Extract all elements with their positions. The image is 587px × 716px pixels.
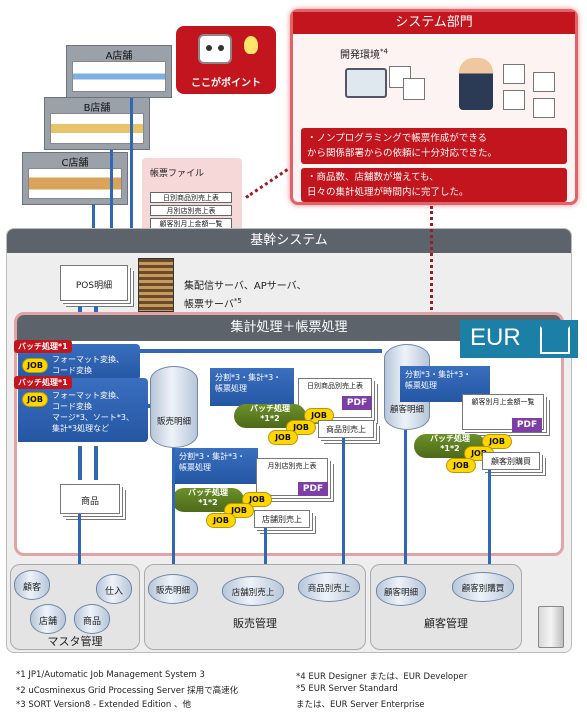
down-arrow bbox=[404, 430, 407, 576]
form-file-item: 月別店別売上表 bbox=[150, 205, 232, 216]
form-file-item: 日別商品別売上表 bbox=[150, 192, 232, 203]
batch-label-2: バッチ処理*1 bbox=[14, 376, 72, 389]
product-arrow bbox=[94, 446, 98, 480]
footnote-5b: または、EUR Server Enterprise bbox=[296, 700, 425, 710]
report-icon bbox=[503, 90, 525, 110]
store-c-label: C店舗 bbox=[61, 158, 89, 169]
footnote-1: *1 JP1/Automatic Job Management System 3 bbox=[16, 670, 205, 680]
store-b: B店舗 bbox=[44, 97, 150, 150]
footnote-5: *5 EUR Server Standard bbox=[296, 684, 398, 694]
master-store-db: 店舗 bbox=[30, 604, 66, 634]
report-icon bbox=[533, 98, 555, 118]
batch-process-2: バッチ処理*1 JOB フォーマット変換、 コード変換 マージ*3、ソート*3、… bbox=[14, 376, 148, 442]
job-badge: JOB bbox=[22, 392, 48, 407]
eur-logo: EUR bbox=[460, 320, 578, 358]
customer-purchase-mgmt-db: 顧客別購買 bbox=[452, 572, 514, 602]
product-doc: 商品 bbox=[60, 484, 120, 514]
product-arrow bbox=[78, 446, 82, 480]
job-badge: JOB bbox=[268, 430, 298, 445]
server-tower-icon bbox=[538, 606, 564, 648]
product-sales-doc: 商品別売上 bbox=[318, 420, 374, 438]
down-arrow bbox=[264, 528, 267, 576]
house-icon bbox=[540, 326, 570, 354]
pdf-badge: PDF bbox=[298, 482, 328, 496]
flow-arrow bbox=[136, 349, 382, 353]
footnote-4: *4 EUR Designer または、EUR Developer bbox=[296, 672, 468, 682]
core-system-title: 基幹システム bbox=[7, 229, 571, 253]
point-1: ・ノンプログラミングで帳票作成ができる から関係部署からの依頼に十分対応できた。 bbox=[301, 128, 567, 164]
system-dept-panel: システム部門 開発環境*4 ・ノンプログラミングで帳票作成ができる から関係部署… bbox=[290, 9, 578, 205]
footnote-2: *2 uCosminexus Grid Processing Server 採用… bbox=[16, 686, 239, 696]
batch-label-1: バッチ処理*1 bbox=[14, 340, 72, 353]
lightbulb-icon bbox=[244, 36, 258, 54]
form-file-panel: 帳票ファイル 日別商品別売上表 月別店別売上表 顧客別月上金額一覧 bbox=[142, 158, 242, 238]
pos-detail-doc: POS明細 bbox=[60, 265, 128, 301]
job-badge: JOB bbox=[206, 513, 236, 528]
sales-detail-db: 販売明細 bbox=[150, 366, 198, 448]
job-badge: JOB bbox=[22, 358, 48, 373]
point-label: ここがポイント bbox=[191, 78, 261, 89]
store-sales-doc: 店舗別売上 bbox=[254, 510, 310, 528]
store-arrow bbox=[130, 98, 133, 264]
job-badge: JOB bbox=[482, 434, 512, 449]
person-icon bbox=[459, 58, 493, 110]
customer-purchase-doc: 顧客別購買 bbox=[482, 452, 540, 470]
pdf-badge: PDF bbox=[342, 396, 372, 410]
down-arrow bbox=[172, 448, 175, 564]
dotted-line bbox=[430, 206, 433, 316]
split-process-2: 分割*3・集計*3・ 帳票処理 bbox=[174, 448, 258, 484]
server-label: 集配信サーバ、APサーバ、 帳票サーバ*5 bbox=[184, 281, 307, 311]
store-a: A店舗 bbox=[66, 45, 172, 98]
store-c-building-icon bbox=[28, 168, 122, 199]
store-arrow bbox=[110, 150, 113, 264]
customer-detail-mgmt-db: 顧客明細 bbox=[376, 576, 426, 606]
store-a-building-icon bbox=[72, 61, 166, 92]
store-a-label: A店舗 bbox=[105, 51, 133, 62]
report-icon bbox=[533, 72, 555, 92]
store-b-building-icon bbox=[50, 113, 144, 144]
point-2: ・商品数、店舗数が増えても、 日々の集計処理が時間内に完了した。 bbox=[301, 168, 567, 202]
footnote-3: *3 SORT Version8 - Extended Edition 、他 bbox=[16, 700, 191, 710]
down-arrow bbox=[488, 470, 491, 574]
batch-step-1: フォーマット変換、 コード変換 bbox=[52, 355, 124, 375]
batch-small-2: バッチ処理 *1*2 bbox=[172, 488, 244, 512]
report-icon bbox=[403, 78, 425, 100]
master-customer-db: 顧客 bbox=[14, 570, 50, 600]
split-process-3: 分割*3・集計*3・ 帳票処理 bbox=[400, 366, 490, 402]
store-sales-mgmt-db: 店舗別売上 bbox=[222, 576, 284, 606]
server-icon bbox=[138, 258, 174, 312]
batch-process-1: バッチ処理*1 JOB フォーマット変換、 コード変換 bbox=[14, 340, 140, 380]
robot-icon bbox=[198, 34, 232, 64]
sales-detail-mgmt-db: 販売明細 bbox=[148, 574, 198, 604]
down-arrow bbox=[342, 438, 345, 572]
form-file-title: 帳票ファイル bbox=[150, 169, 205, 179]
split-process-1: 分割*3・集計*3・ 帳票処理 bbox=[210, 368, 294, 406]
pdf-badge: PDF bbox=[512, 418, 542, 432]
master-supply-db: 仕入 bbox=[96, 574, 132, 604]
dotted-arrow bbox=[245, 168, 289, 199]
job-badge: JOB bbox=[446, 458, 476, 473]
batch-step-2: フォーマット変換、 コード変換 マージ*3、ソート*3、 集計*3処理など bbox=[52, 391, 135, 433]
master-product-db: 商品 bbox=[74, 604, 110, 634]
laptop-icon bbox=[345, 68, 387, 98]
down-arrow bbox=[78, 514, 81, 572]
system-dept-title: システム部門 bbox=[293, 12, 575, 34]
dev-env-label: 開発環境*4 bbox=[340, 47, 388, 61]
report-icon bbox=[503, 64, 525, 84]
point-badge: ここがポイント bbox=[176, 26, 276, 94]
product-sales-mgmt-db: 商品別売上 bbox=[298, 572, 360, 602]
store-b-label: B店舗 bbox=[83, 103, 111, 114]
